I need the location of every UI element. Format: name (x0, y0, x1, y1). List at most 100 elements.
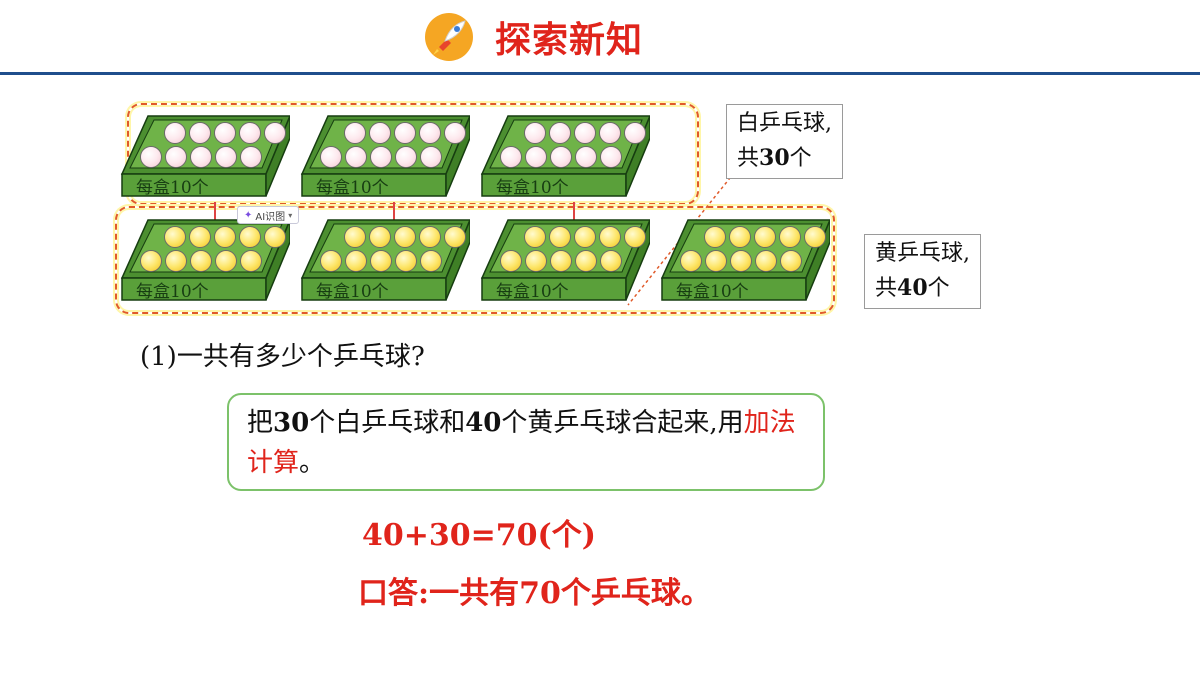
explanation-box: 把30个白乒乓球和40个黄乒乓球合起来,用加法计算。 (227, 393, 825, 491)
yellow-ping-pong-ball (215, 250, 237, 272)
connector-line (393, 202, 395, 226)
question-text: (1)一共有多少个乒乓球? (140, 342, 425, 372)
white-ping-pong-ball (524, 122, 546, 144)
yellow-ping-pong-ball (239, 226, 261, 248)
white-ball-box: 每盒10个 (118, 108, 290, 200)
yellow-ping-pong-ball (550, 250, 572, 272)
box-label: 每盒10个 (676, 282, 749, 302)
white-ping-pong-ball (600, 146, 622, 168)
white-ping-pong-ball (239, 122, 261, 144)
connector-line (214, 202, 216, 226)
yellow-ping-pong-ball (705, 250, 727, 272)
white-ping-pong-ball (525, 146, 547, 168)
white-ping-pong-ball (164, 122, 186, 144)
section-header: 探索新知 (425, 7, 643, 67)
ai-recognize-chip[interactable]: ✦ AI识图 ▾ (237, 206, 300, 224)
yellow-ping-pong-ball (754, 226, 776, 248)
white-ping-pong-ball (550, 146, 572, 168)
box-label: 每盒10个 (316, 282, 389, 302)
white-ping-pong-ball (240, 146, 262, 168)
white-callout-line2: 共30个 (737, 145, 812, 171)
white-ping-pong-ball (370, 146, 392, 168)
yellow-ping-pong-ball (574, 226, 596, 248)
yellow-ping-pong-ball (704, 226, 726, 248)
box-label: 每盒10个 (316, 178, 389, 198)
box-label: 每盒10个 (496, 282, 569, 302)
white-callout-line1: 白乒乓球, (737, 111, 832, 136)
yellow-ping-pong-ball (780, 250, 802, 272)
white-ping-pong-ball (140, 146, 162, 168)
yellow-ping-pong-ball (600, 250, 622, 272)
chevron-down-icon: ▾ (288, 210, 293, 220)
yellow-ping-pong-ball (599, 226, 621, 248)
yellow-ping-pong-ball (524, 226, 546, 248)
sparkle-icon: ✦ (244, 209, 253, 221)
white-ping-pong-ball (500, 146, 522, 168)
connector-line (573, 202, 575, 226)
box-label: 每盒10个 (496, 178, 569, 198)
white-ping-pong-ball (189, 122, 211, 144)
yellow-ping-pong-ball (345, 250, 367, 272)
yellow-ping-pong-ball (420, 250, 442, 272)
white-ball-box: 每盒10个 (478, 108, 650, 200)
white-ping-pong-ball (419, 122, 441, 144)
yellow-ping-pong-ball (624, 226, 646, 248)
white-ping-pong-ball (264, 122, 286, 144)
oral-answer: 口答:一共有70个乒乓球。 (358, 576, 711, 611)
yellow-ping-pong-ball (395, 250, 417, 272)
yellow-ping-pong-ball (344, 226, 366, 248)
yellow-ping-pong-ball (369, 226, 391, 248)
yellow-group-outline (115, 206, 835, 314)
yellow-ping-pong-ball (730, 250, 752, 272)
yellow-ping-pong-ball (779, 226, 801, 248)
page-title: 探索新知 (495, 20, 644, 61)
white-ping-pong-ball (575, 146, 597, 168)
white-ping-pong-ball (420, 146, 442, 168)
yellow-ping-pong-ball (164, 226, 186, 248)
yellow-ping-pong-ball (500, 250, 522, 272)
yellow-ping-pong-ball (190, 250, 212, 272)
yellow-ping-pong-ball (575, 250, 597, 272)
yellow-ping-pong-ball (680, 250, 702, 272)
white-ball-box: 每盒10个 (298, 108, 470, 200)
white-ping-pong-ball (574, 122, 596, 144)
yellow-ping-pong-ball (549, 226, 571, 248)
equation: 40+30=70(个) (362, 518, 596, 553)
yellow-ping-pong-ball (444, 226, 466, 248)
white-ping-pong-ball (345, 146, 367, 168)
yellow-ball-box: 每盒10个 (478, 212, 650, 304)
yellow-ping-pong-ball (729, 226, 751, 248)
yellow-ball-box: 每盒10个 (118, 212, 290, 304)
box-label: 每盒10个 (136, 282, 209, 302)
yellow-ping-pong-ball (214, 226, 236, 248)
white-ping-pong-ball (344, 122, 366, 144)
yellow-ping-pong-ball (755, 250, 777, 272)
white-ping-pong-ball (394, 122, 416, 144)
yellow-callout-line1: 黄乒乓球, (875, 241, 970, 266)
yellow-ping-pong-ball (320, 250, 342, 272)
white-ping-pong-ball (444, 122, 466, 144)
white-group-outline (127, 103, 699, 205)
yellow-ping-pong-ball (370, 250, 392, 272)
white-ping-pong-ball (165, 146, 187, 168)
white-ping-pong-ball (320, 146, 342, 168)
yellow-ping-pong-ball (140, 250, 162, 272)
white-ping-pong-ball (214, 122, 236, 144)
yellow-ball-box: 每盒10个 (658, 212, 830, 304)
yellow-callout-line2: 共40个 (875, 275, 950, 301)
white-ping-pong-ball (215, 146, 237, 168)
yellow-ball-box: 每盒10个 (298, 212, 470, 304)
yellow-ping-pong-ball (804, 226, 826, 248)
white-ping-pong-ball (190, 146, 212, 168)
yellow-ping-pong-ball (525, 250, 547, 272)
white-ping-pong-ball (369, 122, 391, 144)
yellow-ping-pong-ball (264, 226, 286, 248)
rocket-icon (425, 13, 473, 61)
ai-chip-label: AI识图 (255, 211, 286, 223)
yellow-ping-pong-ball (189, 226, 211, 248)
white-ping-pong-ball (599, 122, 621, 144)
white-ping-pong-ball (624, 122, 646, 144)
yellow-ping-pong-ball (240, 250, 262, 272)
method-highlight: 加法计算 (247, 408, 796, 478)
